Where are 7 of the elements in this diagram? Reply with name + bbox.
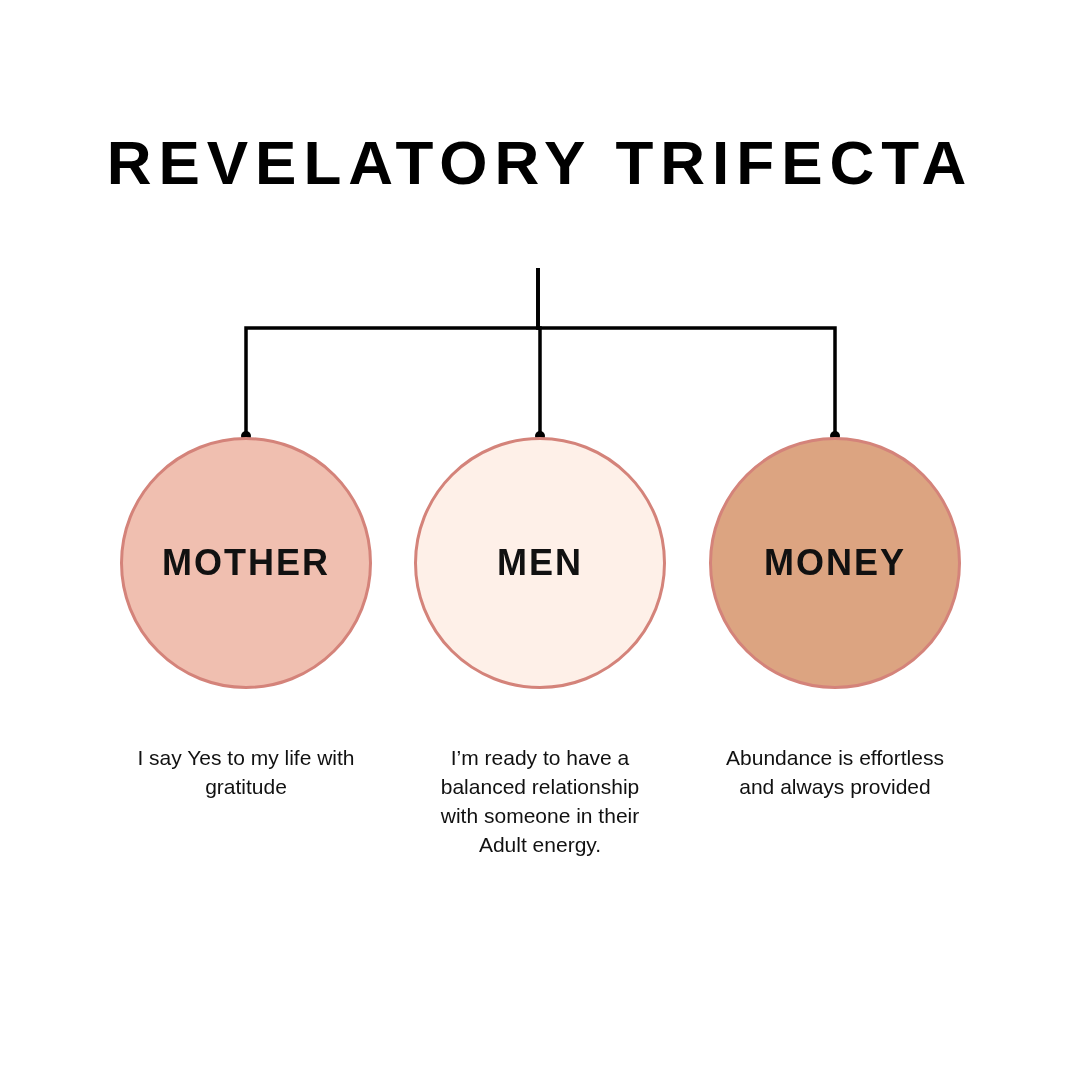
description-text: I’m ready to have a balanced relationship with someone in their Adult energy. — [439, 745, 641, 858]
description-text: I say Yes to my life with gratitude — [136, 745, 356, 800]
circle-label: MONEY — [764, 542, 906, 584]
circle-label: MEN — [497, 542, 583, 584]
description-text: Abundance is effortless and always provided — [725, 745, 945, 800]
title: REVELATORY TRIFECTA — [105, 128, 975, 198]
circle-label: MOTHER — [162, 542, 330, 584]
